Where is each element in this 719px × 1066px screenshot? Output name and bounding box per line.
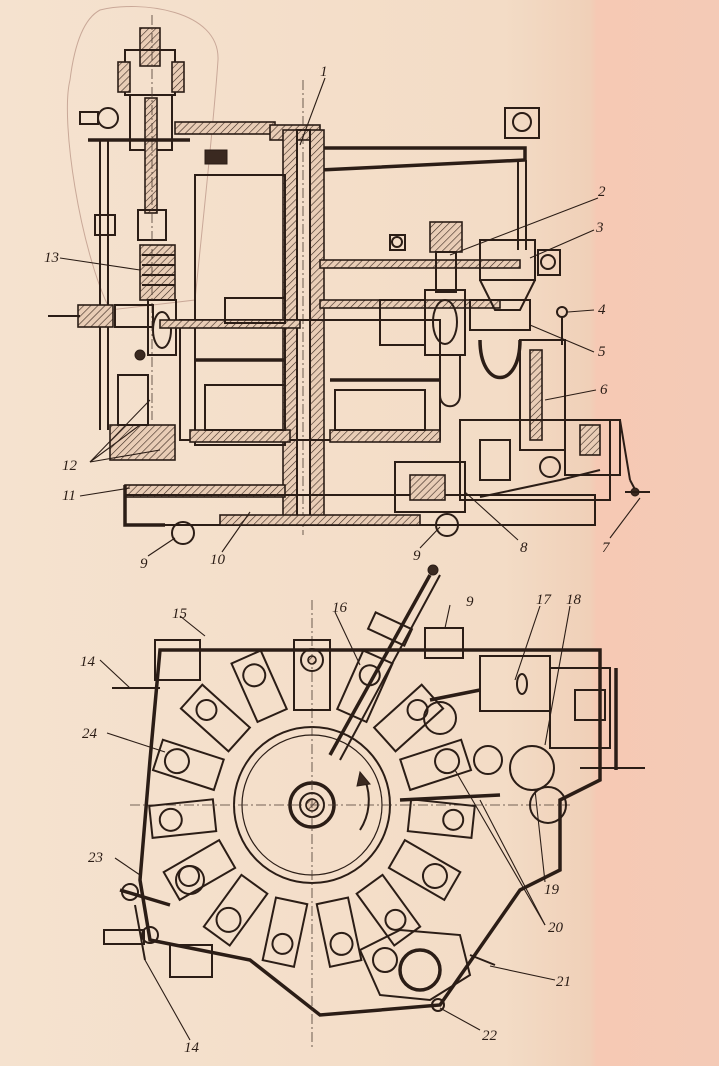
label-9-plan: 9 (466, 594, 474, 610)
radial-clamps (148, 639, 476, 968)
leader-lines-bottom (99, 604, 571, 1041)
lower-left-crank (119, 865, 205, 961)
label-8: 8 (520, 540, 528, 556)
label-7: 7 (602, 540, 611, 556)
turntable (130, 600, 570, 1050)
right-levers (399, 688, 567, 824)
label-13: 13 (44, 250, 59, 266)
label-12: 12 (62, 458, 78, 474)
plan-view: 9 14 14 15 16 17 18 19 20 21 22 23 24 (80, 564, 645, 1056)
right-housing (459, 419, 650, 501)
left-rod-assembly (48, 107, 190, 430)
top-beam (174, 107, 540, 250)
label-11: 11 (62, 488, 76, 504)
label-17: 17 (536, 592, 553, 608)
label-14-bottom: 14 (184, 1040, 200, 1056)
label-21: 21 (556, 974, 571, 990)
label-18: 18 (566, 592, 582, 608)
machine-base (109, 374, 601, 545)
central-column (282, 80, 325, 535)
label-10: 10 (210, 552, 226, 568)
label-22: 22 (482, 1028, 498, 1044)
feeder-arm (328, 564, 441, 761)
top-piston-assembly (117, 15, 185, 420)
labels-top: 1 2 3 4 5 6 7 8 9 9 10 11 12 13 (44, 64, 611, 572)
leader-lines-top (59, 77, 641, 557)
label-9-right: 9 (413, 548, 421, 564)
label-1: 1 (320, 64, 328, 80)
label-15: 15 (172, 606, 188, 622)
plan-frame (103, 627, 645, 1017)
label-20: 20 (548, 920, 564, 936)
sectional-elevation-view: 1 2 3 4 5 6 7 8 9 9 10 11 12 13 (44, 6, 650, 572)
lower-cam (358, 928, 496, 1012)
label-5: 5 (598, 344, 606, 360)
label-9-left: 9 (140, 556, 148, 572)
label-14-top: 14 (80, 654, 96, 670)
label-6: 6 (600, 382, 608, 398)
labels-bottom: 9 14 14 15 16 17 18 19 20 21 22 23 24 (80, 592, 582, 1056)
label-19: 19 (544, 882, 560, 898)
label-3: 3 (595, 220, 604, 236)
label-24: 24 (82, 726, 98, 742)
label-23: 23 (88, 850, 103, 866)
label-16: 16 (332, 600, 348, 616)
label-4: 4 (598, 302, 606, 318)
label-2: 2 (598, 184, 606, 200)
main-frame (159, 174, 521, 446)
right-mechanism (379, 221, 568, 451)
